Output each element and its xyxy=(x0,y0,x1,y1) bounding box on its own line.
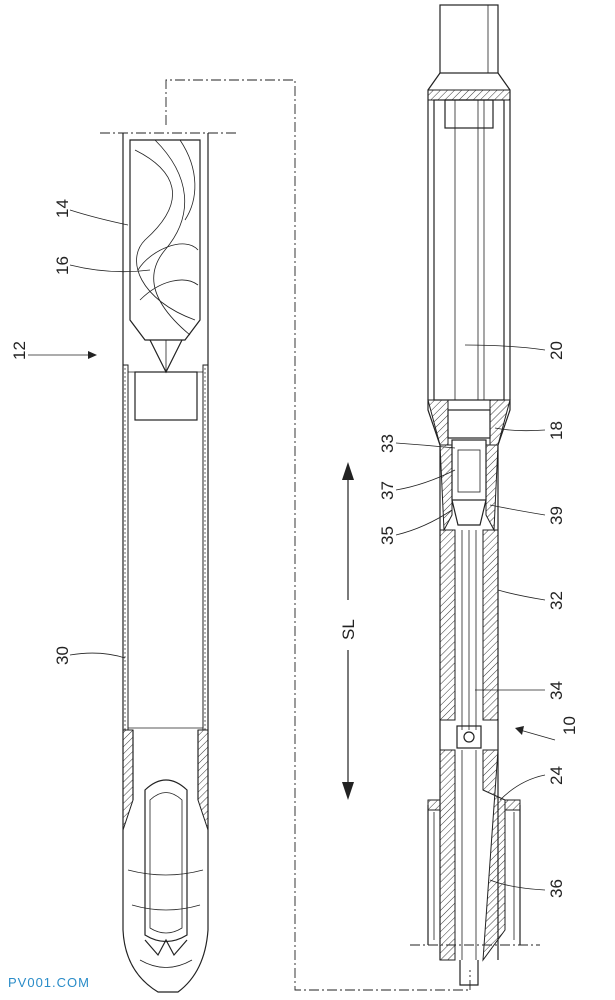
label-33: 33 xyxy=(378,434,397,453)
right-tool-component xyxy=(410,4,540,986)
label-30: 30 xyxy=(53,646,72,665)
watermark: PV001.COM xyxy=(8,975,90,990)
label-16: 16 xyxy=(53,256,72,275)
label-14: 14 xyxy=(53,199,72,218)
leader-lines xyxy=(28,209,556,891)
label-18: 18 xyxy=(547,421,566,440)
label-SL: SL xyxy=(339,619,358,640)
label-10: 10 xyxy=(560,716,579,735)
label-34: 34 xyxy=(547,681,566,700)
label-32: 32 xyxy=(547,591,566,610)
reference-labels: 12 14 16 30 20 18 33 37 35 39 SL 32 34 1… xyxy=(10,199,579,898)
label-36: 36 xyxy=(547,879,566,898)
label-37: 37 xyxy=(378,481,397,500)
center-lines xyxy=(165,79,471,991)
label-39: 39 xyxy=(547,506,566,525)
label-24: 24 xyxy=(547,766,566,785)
label-20: 20 xyxy=(547,341,566,360)
label-35: 35 xyxy=(378,526,397,545)
stroke-length-arrow xyxy=(342,462,354,800)
label-12: 12 xyxy=(10,341,29,360)
left-tool-component xyxy=(100,132,236,993)
